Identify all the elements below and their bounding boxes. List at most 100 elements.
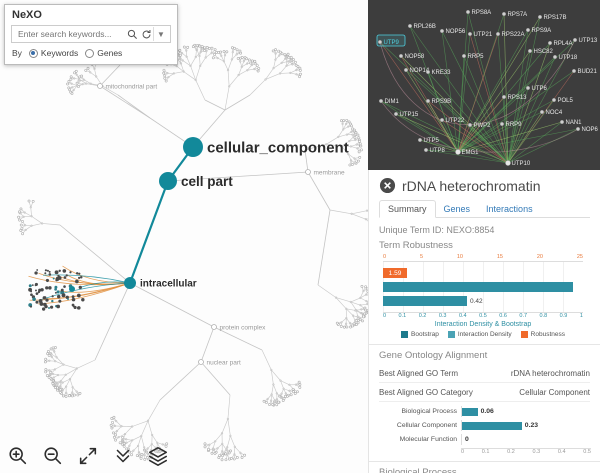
tree-branch xyxy=(265,73,281,80)
tree-branch xyxy=(99,85,151,119)
network-node[interactable]: UTP21 xyxy=(467,31,493,38)
network-edge xyxy=(457,111,543,153)
gene-node-label: RPS9B xyxy=(432,99,452,105)
tree-leaf-dot xyxy=(364,285,368,289)
network-node[interactable]: RPS13 xyxy=(501,94,527,101)
tree-leaf-dot xyxy=(110,426,114,430)
term-robustness-title: Term Robustness xyxy=(379,240,453,251)
tree-node[interactable]: intracellular xyxy=(124,277,197,290)
gene-node-dot xyxy=(378,98,384,104)
tree-branch xyxy=(365,218,368,220)
zoom-out-button[interactable] xyxy=(41,444,65,468)
network-node[interactable]: UTP9 xyxy=(376,34,406,47)
tree-leaf-dot xyxy=(240,56,244,59)
network-node[interactable]: RPS9B xyxy=(425,98,452,105)
tree-leaf-dot xyxy=(35,289,37,292)
tree-leaf-dot xyxy=(51,346,55,350)
tab-summary[interactable]: Summary xyxy=(379,200,436,218)
reset-icon[interactable] xyxy=(139,27,153,41)
tree-leaf-dot xyxy=(235,456,239,459)
collapse-button[interactable] xyxy=(111,444,135,468)
chevron-down-icon[interactable]: ▼ xyxy=(153,27,168,41)
tree-node[interactable]: protein complex xyxy=(211,324,267,331)
network-node[interactable]: RPS8A xyxy=(465,9,491,16)
network-node[interactable]: RPL4A xyxy=(547,40,573,47)
layers-button[interactable] xyxy=(146,444,170,468)
network-node[interactable]: UTP10 xyxy=(505,160,531,167)
tree-branch xyxy=(195,49,197,58)
network-node[interactable]: UTP5 xyxy=(417,137,440,144)
tree-node[interactable]: membrane xyxy=(305,169,345,176)
network-node[interactable]: RRP5 xyxy=(461,53,484,60)
tree-leaf-dot xyxy=(122,444,126,448)
tree-leaf-dot xyxy=(72,305,75,308)
network-node[interactable]: EMG1 xyxy=(455,149,479,156)
network-node[interactable]: UTP22 xyxy=(439,117,465,124)
network-node[interactable]: NOP58 xyxy=(398,53,425,60)
tree-node-label: cellular_component xyxy=(207,139,349,156)
gene-node-dot xyxy=(551,97,557,103)
tree-node[interactable]: cellular_component xyxy=(183,137,349,157)
tab-interactions[interactable]: Interactions xyxy=(486,204,533,214)
tree-leaf-dot xyxy=(213,52,216,56)
tree-leaf-dot xyxy=(277,400,281,404)
network-node[interactable]: RPS17B xyxy=(537,14,567,21)
tree-node[interactable]: nuclear part xyxy=(198,359,242,366)
gene-node-dot xyxy=(455,149,461,155)
network-edge xyxy=(507,121,563,164)
tree-leaf-dot xyxy=(30,290,33,293)
tree-leaf-dot xyxy=(262,399,266,403)
tree-leaf-dot xyxy=(34,282,38,286)
network-edge xyxy=(457,128,579,153)
tree-leaf-dot xyxy=(60,288,64,292)
network-node[interactable]: POL5 xyxy=(551,97,574,104)
tree-leaf-dot xyxy=(58,388,62,392)
network-node[interactable]: NOC4 xyxy=(539,109,563,116)
zoom-in-button[interactable] xyxy=(6,444,30,468)
tree-node[interactable]: mitochondrial part xyxy=(97,83,158,90)
tree-leaf-dot xyxy=(224,452,228,456)
network-node[interactable]: UTP15 xyxy=(393,111,419,118)
network-node[interactable]: UTP18 xyxy=(552,54,578,61)
genes-radio[interactable]: Genes xyxy=(85,48,122,58)
network-node[interactable]: NOP14 xyxy=(403,67,430,74)
network-node[interactable]: UTP8 xyxy=(423,147,446,154)
tree-node-label: mitochondrial part xyxy=(106,83,158,90)
network-node[interactable]: KRE33 xyxy=(425,69,451,76)
tree-branch xyxy=(346,308,356,311)
keywords-radio[interactable]: Keywords xyxy=(28,48,78,58)
network-node[interactable]: NOP56 xyxy=(439,28,466,35)
fit-to-screen-button[interactable] xyxy=(76,444,100,468)
network-node[interactable]: UTP6 xyxy=(525,85,548,92)
network-node[interactable]: NAN1 xyxy=(559,119,582,126)
network-node[interactable]: RPS7A xyxy=(501,11,527,18)
network-node[interactable]: UTP13 xyxy=(572,37,598,44)
network-node[interactable]: RPS9A xyxy=(525,27,551,34)
search-icon[interactable] xyxy=(125,27,139,41)
tree-leaf-dot xyxy=(37,290,41,294)
network-edge xyxy=(441,119,459,153)
tree-leaf-dot xyxy=(75,272,79,275)
network-node[interactable]: PWP2 xyxy=(467,122,491,129)
network-node[interactable]: RRP9 xyxy=(499,121,522,128)
tree-leaf-dot xyxy=(114,433,118,437)
tree-leaf-dot xyxy=(18,218,21,222)
tree-branch xyxy=(360,303,368,306)
network-node[interactable]: BUD21 xyxy=(571,68,598,75)
tree-branch xyxy=(214,433,223,442)
tree-branch xyxy=(55,360,64,365)
network-node[interactable]: RPL26B xyxy=(407,23,436,30)
network-node[interactable]: DIM1 xyxy=(378,98,399,105)
close-button[interactable] xyxy=(379,177,396,194)
tab-genes[interactable]: Genes xyxy=(443,204,471,214)
network-node[interactable]: RPS22A xyxy=(495,31,525,38)
network-node[interactable]: NOP6 xyxy=(575,126,599,133)
tree-node[interactable]: cell part xyxy=(159,172,233,190)
network-edge xyxy=(419,139,459,153)
network-node[interactable]: HSC82 xyxy=(527,48,554,55)
search-input[interactable] xyxy=(16,28,125,40)
